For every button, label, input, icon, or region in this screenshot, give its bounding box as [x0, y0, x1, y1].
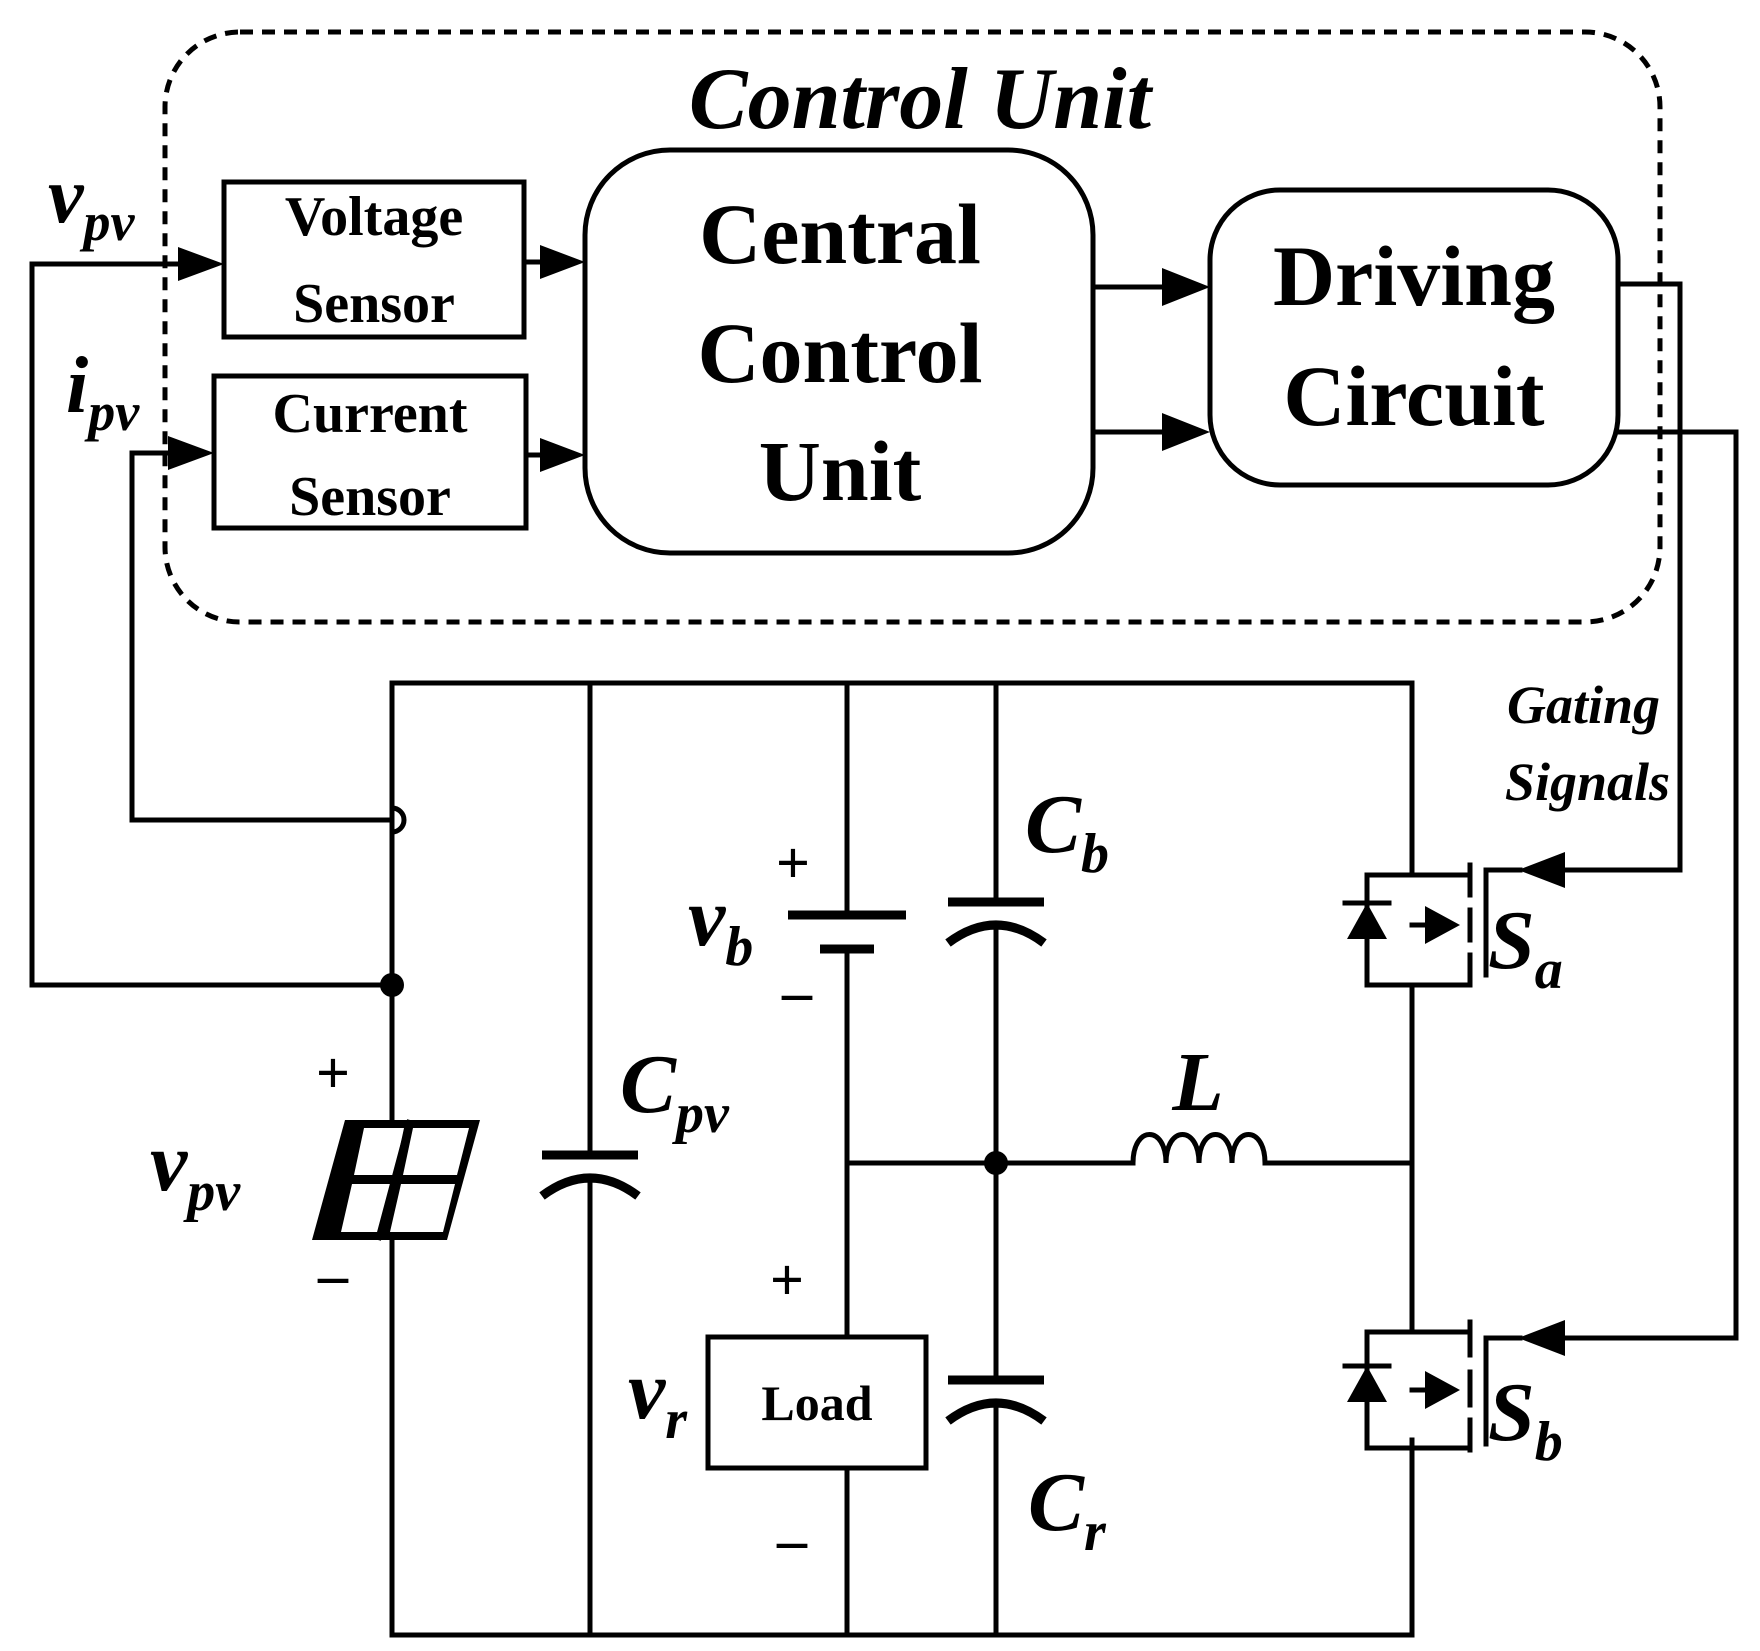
load-box [705, 1334, 929, 1471]
cpv-label: Cpv [620, 1038, 730, 1145]
switch-sa [1342, 857, 1523, 1166]
midpoint-junction [984, 1151, 1008, 1175]
vr-label: vr [628, 1344, 688, 1451]
load-label: Load [761, 1375, 872, 1431]
central-control-unit-box [582, 147, 1096, 556]
pv-minus: – [317, 1242, 349, 1308]
vb-label: vb [688, 871, 753, 978]
capacitor-cr [945, 1160, 1047, 1638]
pv-panel-icon [312, 1119, 480, 1241]
driving-circuit-label-1: Driving [1273, 228, 1555, 324]
cr-label: Cr [1028, 1456, 1107, 1563]
voltage-sensor-label-1: Voltage [285, 186, 463, 248]
voltage-sensor-box [221, 179, 527, 340]
current-sensor-label-2: Sensor [289, 466, 451, 528]
control-unit-title: Control Unit [689, 51, 1154, 148]
voltage-sense-wire [29, 247, 395, 988]
capacitor-cb [945, 680, 1047, 1166]
power-rails [389, 680, 1415, 1638]
sb-label: Sb [1488, 1366, 1563, 1473]
driving-circuit-box [1207, 187, 1621, 488]
vr-plus: + [770, 1247, 804, 1313]
gating-signals-label-2: Signals [1505, 752, 1670, 812]
central-control-label-2: Control [697, 305, 982, 401]
battery-vb [788, 680, 906, 1166]
vr-minus: – [776, 1507, 808, 1573]
voltage-sensor-label-2: Sensor [293, 273, 455, 335]
current-sense-wire [129, 436, 395, 823]
gating-signals-label-1: Gating [1507, 675, 1660, 735]
sa-label: Sa [1488, 894, 1563, 1001]
central-control-label-1: Central [699, 186, 981, 282]
switch-sb [1342, 1160, 1523, 1453]
current-sensor-box [211, 373, 529, 531]
gating-wire-sa [1518, 281, 1683, 888]
vpv-sense-label: vpv [48, 152, 136, 252]
current-sense-tap [389, 805, 407, 835]
pv-plus: + [316, 1040, 350, 1106]
current-sensor-label-1: Current [273, 383, 468, 445]
pv-voltage-label: vpv [150, 1116, 241, 1223]
inductor-label: L [1171, 1036, 1223, 1129]
inductor-l [844, 1132, 1415, 1166]
cb-label: Cb [1025, 778, 1109, 885]
control-arrows [523, 245, 1210, 472]
ipv-sense-label: ipv [66, 342, 140, 442]
capacitor-cpv [539, 680, 641, 1638]
control-unit-boundary [162, 29, 1663, 625]
central-control-label-3: Unit [759, 423, 922, 519]
driving-circuit-label-2: Circuit [1283, 348, 1545, 444]
gating-wire-sb [1518, 429, 1739, 1356]
voltage-sense-junction [380, 973, 404, 997]
vb-minus: – [781, 959, 813, 1025]
vb-plus: + [776, 830, 810, 896]
